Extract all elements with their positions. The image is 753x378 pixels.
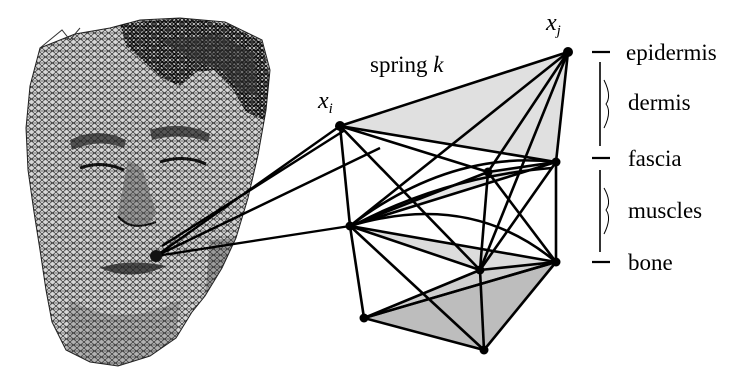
spring-label: spring k [370, 52, 444, 77]
layer-epidermis: epidermis [626, 40, 717, 65]
node [484, 168, 493, 177]
layer-scale [592, 52, 610, 262]
layer-fascia: fascia [628, 146, 682, 171]
node-xi-label: xi [317, 88, 333, 117]
layer-muscles: muscles [628, 198, 702, 223]
node [552, 258, 561, 267]
layer-dermis: dermis [628, 90, 691, 115]
face-sample-point [150, 250, 162, 262]
node [476, 266, 485, 275]
layer-bone: bone [628, 250, 673, 275]
face-mesh-image [0, 0, 300, 378]
tissue-prism [335, 47, 573, 355]
node-xj-label: xj [545, 10, 561, 39]
node-xj [563, 47, 573, 57]
node [552, 158, 561, 167]
node [360, 314, 369, 323]
node [480, 346, 489, 355]
